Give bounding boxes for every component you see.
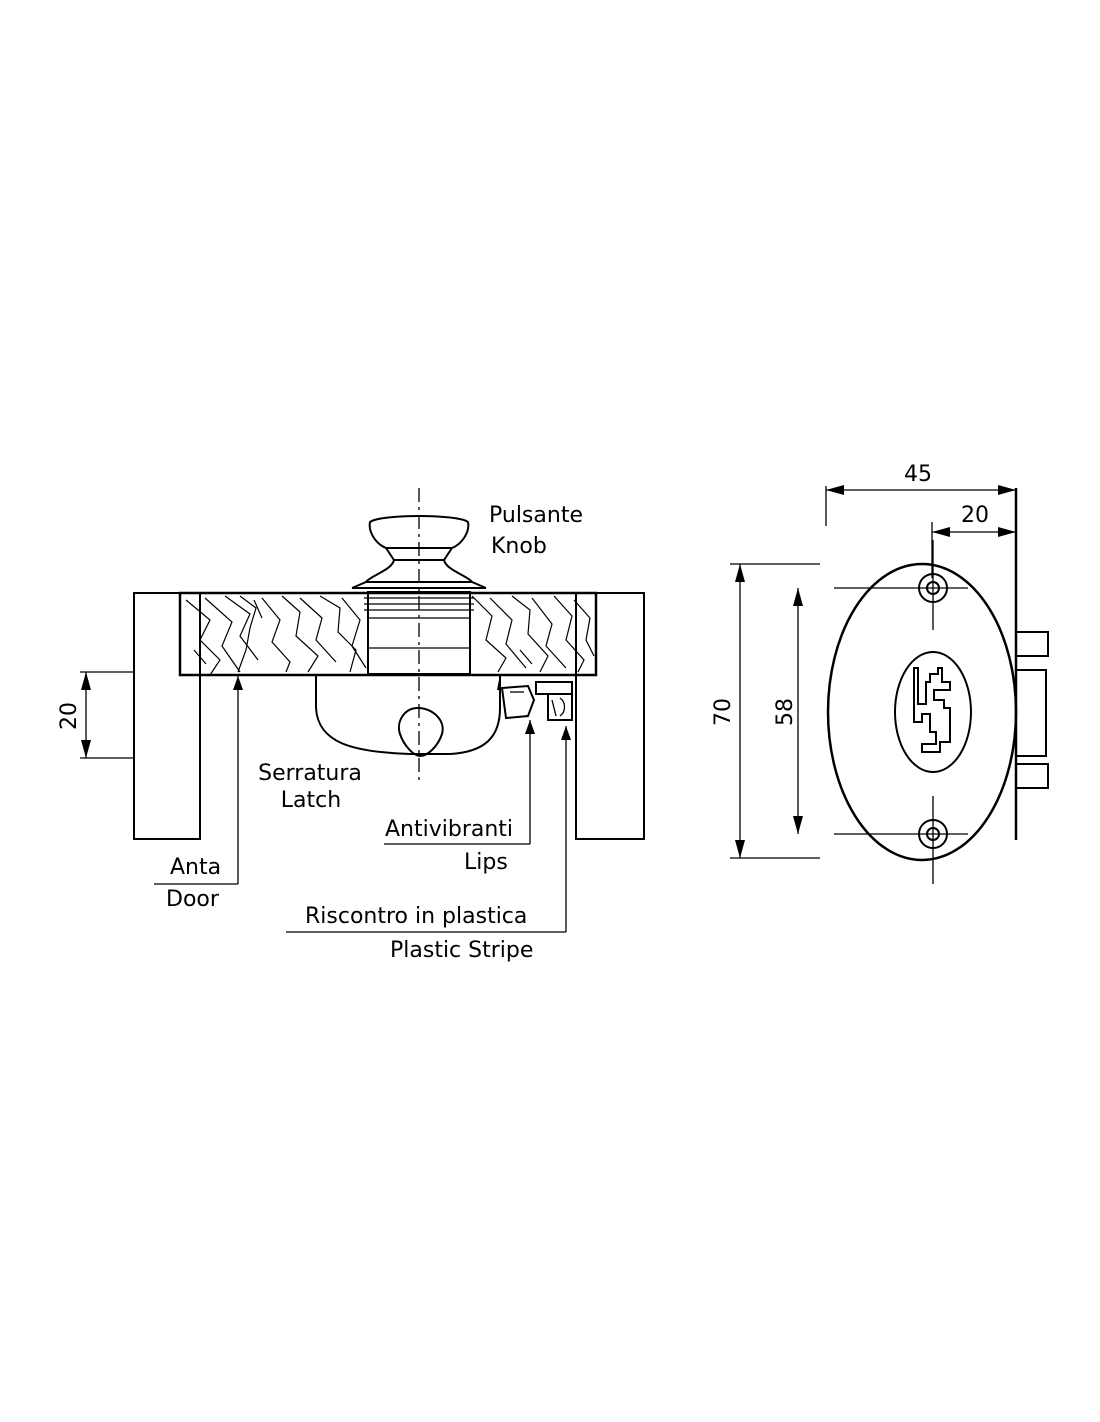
label-stripe-en: Plastic Stripe (390, 938, 533, 963)
dim-section-height (80, 671, 134, 759)
label-door-it: Anta (170, 855, 221, 880)
screw-hole-bottom (834, 796, 968, 884)
dim-hole-spacing-value: 58 (773, 698, 798, 726)
dim-overall-height (730, 563, 820, 859)
label-lips-en: Lips (464, 850, 508, 875)
logo-badge (894, 651, 972, 773)
label-latch-en: Latch (281, 788, 341, 813)
leader-lips (384, 720, 535, 845)
label-knob-en: Knob (491, 534, 547, 559)
dim-section-height-value: 20 (57, 702, 82, 730)
fs-logo-icon (913, 667, 951, 753)
dim-overall-width-value: 45 (904, 462, 932, 487)
lock-plate (826, 562, 1018, 862)
screw-hole-top (834, 540, 968, 630)
label-stripe-it: Riscontro in plastica (305, 904, 527, 929)
wood-panel (178, 591, 598, 677)
dim-partial-width-value: 20 (961, 503, 989, 528)
section-view: 20 Pulsante Knob Serratura Latch Antivib… (57, 488, 645, 963)
dim-overall-height-value: 70 (711, 698, 736, 726)
leader-stripe (286, 726, 571, 933)
latch-bolt (500, 681, 573, 721)
label-knob-it: Pulsante (489, 503, 583, 528)
leader-door (154, 676, 243, 885)
label-latch-it: Serratura (258, 761, 362, 786)
label-door-en: Door (166, 887, 220, 912)
door-panel-left (133, 592, 201, 840)
dim-overall-width (825, 485, 1016, 526)
dim-partial-width (931, 522, 1016, 578)
side-tabs (1015, 631, 1049, 789)
front-view: 45 20 70 58 (711, 462, 1049, 884)
latch-body (315, 675, 501, 758)
label-lips-it: Antivibranti (385, 817, 513, 842)
door-panel-right (575, 592, 645, 840)
dim-hole-spacing (793, 588, 803, 834)
